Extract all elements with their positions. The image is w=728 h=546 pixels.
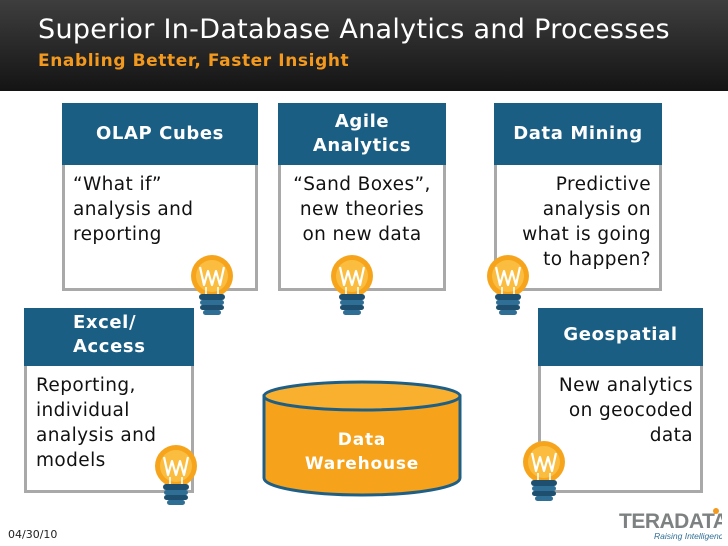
card-geospatial-title: Geospatial — [538, 308, 703, 366]
slide-date: 04/30/10 — [8, 528, 58, 541]
title-banner: Superior In-Database Analytics and Proce… — [0, 0, 728, 91]
slide-title: Superior In-Database Analytics and Proce… — [38, 14, 670, 45]
lightbulb-icon — [328, 254, 376, 318]
svg-text:TERADATA: TERADATA — [619, 510, 722, 533]
card-data-mining-line: what is going — [522, 224, 651, 245]
card-olap-cubes-line: “What if” — [73, 174, 162, 195]
card-data-mining-line: to happen? — [543, 249, 651, 270]
card-agile-analytics-line: new theories — [299, 199, 425, 220]
card-geospatial-line: New analytics — [558, 375, 693, 396]
data-warehouse-label: Data Warehouse — [304, 430, 420, 474]
card-geospatial-line: data — [649, 425, 693, 446]
card-data-mining-line: analysis on — [542, 199, 651, 220]
card-olap-cubes-body: “What if” analysis and reporting — [62, 165, 258, 291]
card-excel-access-line: models — [36, 450, 106, 471]
lightbulb-icon — [484, 254, 532, 318]
svg-text:Raising Intelligence: Raising Intelligence — [654, 531, 722, 541]
slide-subtitle: Enabling Better, Faster Insight — [38, 51, 350, 71]
card-agile-analytics-line: “Sand Boxes”, — [293, 174, 431, 195]
card-agile-analytics-title: Agile Analytics — [278, 103, 446, 165]
lightbulb-icon — [152, 444, 200, 508]
lightbulb-icon — [520, 440, 568, 504]
card-data-mining-title: Data Mining — [494, 103, 662, 165]
card-olap-cubes-line: reporting — [73, 224, 162, 245]
teradata-logo: TERADATA Raising Intelligence — [619, 508, 722, 541]
card-geospatial-body: New analytics on geocoded data — [538, 366, 703, 493]
database-cylinder-icon — [262, 380, 462, 497]
lightbulb-icon — [188, 254, 236, 318]
card-excel-access-title: Excel/ Access — [24, 308, 194, 366]
card-excel-access-line: Reporting, — [36, 375, 136, 396]
card-data-mining-line: Predictive — [555, 174, 651, 195]
card-olap-cubes-title: OLAP Cubes — [62, 103, 258, 165]
card-excel-access-line: analysis and — [36, 425, 157, 446]
card-olap-cubes-line: analysis and — [73, 199, 194, 220]
card-geospatial-line: on geocoded — [568, 400, 693, 421]
card-excel-access-line: individual — [36, 400, 130, 421]
card-agile-analytics-line: on new data — [302, 224, 422, 245]
